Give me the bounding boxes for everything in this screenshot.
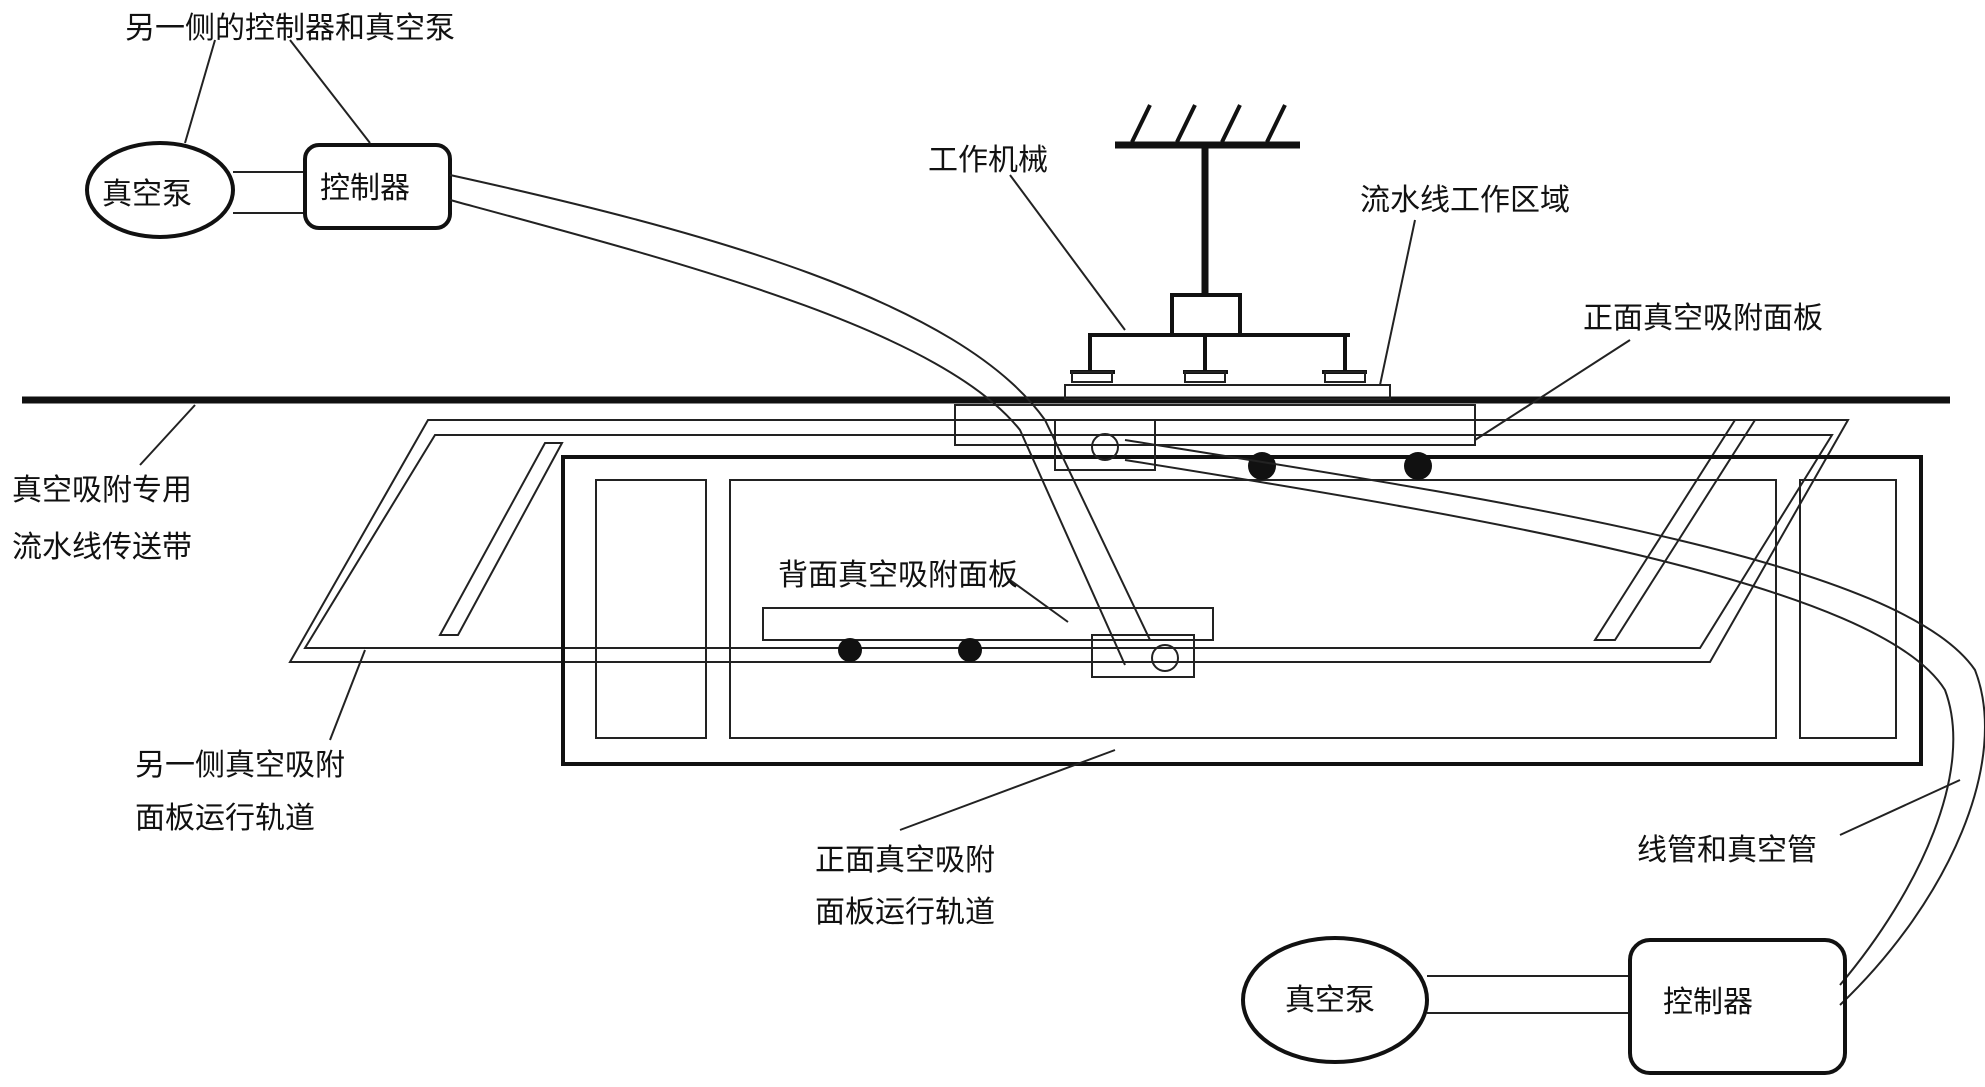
- label-controller-top: 控制器: [320, 171, 410, 206]
- leader-other-track: [330, 650, 365, 740]
- leader-other-side-controller: [290, 40, 370, 143]
- leader-back-panel: [1010, 580, 1068, 622]
- track-rail-left: [440, 443, 562, 635]
- front-panel-wheel-1: [1248, 452, 1276, 480]
- label-controller-bottom: 控制器: [1663, 985, 1753, 1020]
- label-belt-line2: 流水线传送带: [12, 530, 192, 565]
- machine-tine-1: [1132, 105, 1150, 142]
- back-panel-wheel-2: [958, 638, 982, 662]
- label-cable-tube: 线管和真空管: [1637, 833, 1817, 868]
- leader-work-area: [1380, 220, 1415, 385]
- machine-tine-2: [1177, 105, 1195, 142]
- leader-other-side-pump: [185, 40, 215, 143]
- cable-tube-bottom-b: [1125, 460, 1953, 985]
- front-track-frame-inner-left: [596, 480, 706, 738]
- front-track-frame-outer: [563, 457, 1921, 764]
- cable-tube-bottom-a: [1125, 440, 1985, 1005]
- machine-head-block: [1172, 295, 1240, 335]
- label-pump-top: 真空泵: [102, 177, 192, 212]
- track-rail-right: [1595, 420, 1755, 640]
- machine-tine-3: [1222, 105, 1240, 142]
- front-panel-wheel-2: [1404, 452, 1432, 480]
- machine-tine-4: [1267, 105, 1285, 142]
- back-panel-wheel-1: [838, 638, 862, 662]
- label-front-track-line2: 面板运行轨道: [815, 895, 995, 930]
- front-vacuum-panel: [955, 405, 1475, 445]
- label-belt-line1: 真空吸附专用: [12, 473, 192, 508]
- label-back-panel: 背面真空吸附面板: [778, 558, 1018, 593]
- cable-tube-top-b: [450, 200, 1125, 665]
- label-work-area: 流水线工作区域: [1360, 183, 1570, 218]
- label-other-side-controller-pump: 另一侧的控制器和真空泵: [125, 11, 455, 46]
- label-other-track-line1: 另一侧真空吸附: [135, 748, 345, 783]
- label-other-track-line2: 面板运行轨道: [135, 801, 315, 836]
- leader-front-panel: [1475, 340, 1630, 440]
- label-work-machine: 工作机械: [928, 143, 1048, 178]
- leader-work-machine: [1010, 175, 1125, 330]
- label-front-panel: 正面真空吸附面板: [1583, 301, 1823, 336]
- label-front-track-line1: 正面真空吸附: [815, 843, 995, 878]
- front-track-frame-inner-right: [1800, 480, 1896, 738]
- label-pump-bottom: 真空泵: [1285, 983, 1375, 1018]
- leader-belt: [140, 405, 195, 465]
